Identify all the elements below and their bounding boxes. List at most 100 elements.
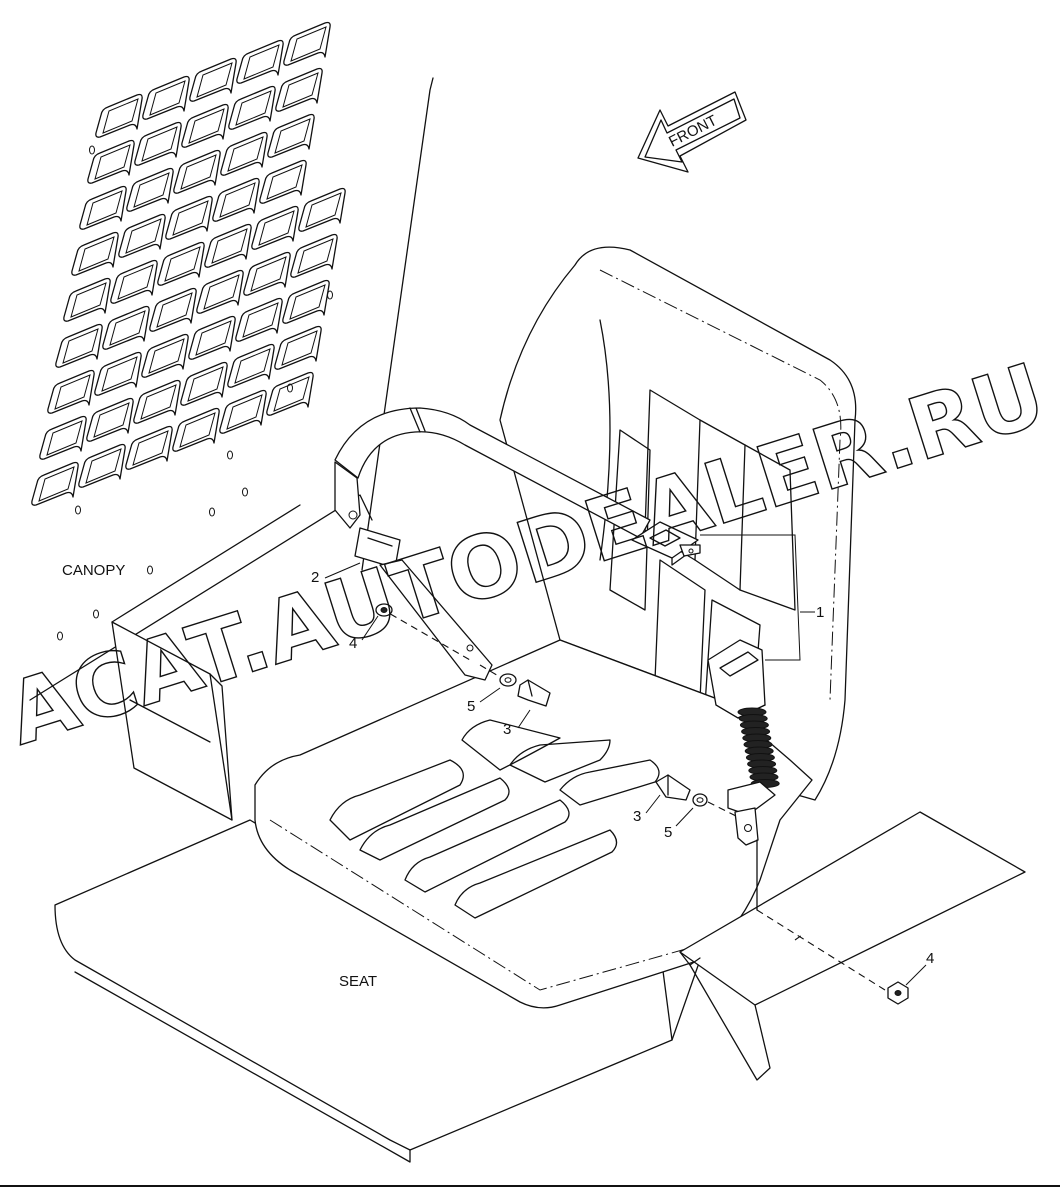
mesh-cell-inner	[195, 320, 232, 356]
mesh-cell	[236, 39, 284, 84]
rivet-hole	[147, 565, 153, 575]
mesh-cell-inner	[234, 348, 271, 384]
mesh-cell	[126, 167, 174, 212]
callout-1: 1	[816, 604, 824, 621]
mesh-cell-inner	[172, 200, 209, 236]
mesh-cell-inner	[93, 402, 130, 438]
mesh-cell-inner	[266, 164, 303, 200]
mesh-cell	[274, 325, 322, 370]
mesh-cell	[110, 259, 158, 304]
mesh-cell-inner	[305, 192, 342, 228]
mesh-cell-inner	[70, 282, 107, 318]
mesh-cell	[204, 223, 252, 268]
canopy-frame-edge	[361, 77, 434, 571]
mesh-cell	[298, 187, 346, 232]
mesh-cell-inner	[78, 236, 115, 272]
callout-4-left: 4	[349, 635, 357, 652]
mesh-cell	[94, 351, 142, 396]
mesh-cell-inner	[188, 108, 225, 144]
mesh-cell	[141, 333, 189, 378]
rivet-hole	[227, 450, 233, 460]
mesh-cell	[149, 287, 197, 332]
mesh-cell	[251, 205, 299, 250]
mesh-cell	[267, 113, 315, 158]
mesh-cell	[266, 371, 314, 416]
callout-2: 2	[311, 569, 319, 586]
canopy-mesh-grille	[31, 21, 434, 641]
mesh-cell	[63, 277, 111, 322]
mesh-cell-inner	[46, 420, 83, 456]
mesh-cell-inner	[180, 154, 217, 190]
rivet-hole	[242, 487, 248, 497]
seat-label: SEAT	[339, 973, 377, 990]
mesh-cell	[118, 213, 166, 258]
mesh-cell-inner	[282, 72, 319, 108]
front-direction-arrow: FRONT	[637, 91, 747, 173]
rivet-hole	[57, 631, 63, 641]
mesh-cell-inner	[133, 172, 170, 208]
canopy-label: CANOPY	[62, 562, 125, 579]
callout-leaders	[324, 534, 927, 986]
mesh-cell-inner	[273, 376, 310, 412]
mesh-cell	[275, 67, 323, 112]
mesh-cell	[173, 149, 221, 194]
mesh-cell	[172, 407, 220, 452]
mesh-cell-inner	[196, 62, 233, 98]
mesh-cell-inner	[141, 126, 178, 162]
mesh-cell	[188, 315, 236, 360]
seat-belt-strap	[334, 407, 701, 566]
mesh-cell	[125, 425, 173, 470]
mesh-cell	[180, 361, 228, 406]
mesh-cell-inner	[86, 190, 123, 226]
canopy-mesh-cells	[31, 21, 346, 641]
left-anchor-strap	[354, 527, 506, 681]
right-floor-bracket	[679, 811, 1026, 1081]
mesh-cell-inner	[125, 218, 162, 254]
rivet-hole	[89, 145, 95, 155]
mesh-cell	[196, 269, 244, 314]
canopy-bracket	[29, 494, 373, 821]
mesh-cell-inner	[187, 366, 224, 402]
mesh-cell-inner	[94, 144, 131, 180]
rivet-hole	[287, 383, 293, 393]
mesh-cell-inner	[179, 412, 216, 448]
mesh-cell	[78, 443, 126, 488]
hardware-right	[655, 774, 909, 1005]
mesh-cell	[228, 85, 276, 130]
mesh-cell	[134, 121, 182, 166]
mesh-cell-inner	[140, 384, 177, 420]
mesh-cell	[55, 323, 103, 368]
mesh-cell	[71, 231, 119, 276]
mesh-cell-inner	[164, 246, 201, 282]
mesh-cell	[212, 177, 260, 222]
mesh-cell	[86, 397, 134, 442]
mesh-cell	[47, 369, 95, 414]
washer-5-right	[692, 793, 708, 807]
mesh-cell-inner	[226, 394, 263, 430]
seat-back	[499, 246, 857, 801]
mesh-cell	[39, 415, 87, 460]
rivet-hole	[75, 505, 81, 515]
mesh-cell	[157, 241, 205, 286]
mesh-cell	[282, 279, 330, 324]
mesh-cell-inner	[242, 302, 279, 338]
mesh-cell	[227, 343, 275, 388]
mesh-cell	[220, 131, 268, 176]
mesh-cell	[133, 379, 181, 424]
mesh-cell-inner	[274, 118, 311, 154]
mesh-cell-inner	[109, 310, 146, 346]
callout-5-right: 5	[664, 824, 672, 841]
callout-4-right: 4	[926, 950, 934, 967]
mesh-cell-inner	[243, 44, 280, 80]
mesh-cell	[235, 297, 283, 342]
mesh-cell	[181, 103, 229, 148]
rivet-hole	[209, 507, 215, 517]
mesh-cell-inner	[117, 264, 154, 300]
mesh-cell	[243, 251, 291, 296]
mesh-cell	[79, 185, 127, 230]
mesh-cell-inner	[281, 330, 318, 366]
mesh-cell	[189, 57, 237, 102]
callout-3-right: 3	[633, 808, 641, 825]
hardware-left	[375, 603, 551, 707]
mesh-cell-inner	[62, 328, 99, 364]
